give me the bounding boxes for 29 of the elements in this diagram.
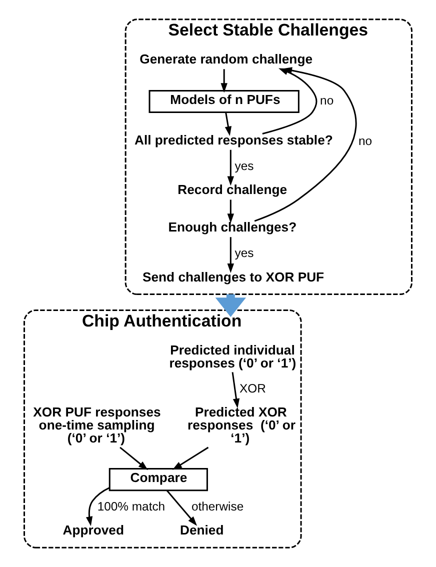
edge-label: yes (234, 158, 254, 173)
node-text: Predicted XOR responses (‘0’ or ‘1’) (188, 404, 296, 446)
node-box: Compare (108, 468, 208, 492)
node-text: Denied (180, 522, 224, 538)
node-text: Predicted individual responses (‘0’ or ‘1’) (169, 342, 296, 371)
edge-label: no (320, 94, 334, 108)
arrow (120, 446, 148, 470)
arrow (224, 112, 232, 136)
edge-label: 100% match (97, 499, 166, 514)
edge-label: otherwise (191, 499, 244, 514)
arrow (227, 237, 234, 274)
node-text: Generate random challenge (140, 52, 313, 67)
node-text: Record challenge (178, 182, 288, 198)
arrow (227, 200, 234, 224)
arrow (232, 372, 240, 408)
arrow (86, 487, 110, 526)
node-text: All predicted responses stable? (134, 132, 333, 148)
node-text: XOR PUF responses one-time sampling (‘0’ or ‘1’) (33, 404, 161, 446)
node-box: Models of n PUFs (148, 90, 300, 114)
arrow (220, 69, 228, 93)
arrow (227, 150, 234, 186)
node-text: Approved (62, 522, 124, 538)
edge-label: yes (234, 246, 254, 260)
edge-label: no (358, 134, 372, 148)
arrow (166, 490, 198, 526)
node-text: Enough challenges? (168, 220, 297, 235)
edge-label: XOR (240, 381, 266, 396)
arrow (172, 446, 209, 470)
node-text: Send challenges to XOR PUF (142, 269, 324, 284)
